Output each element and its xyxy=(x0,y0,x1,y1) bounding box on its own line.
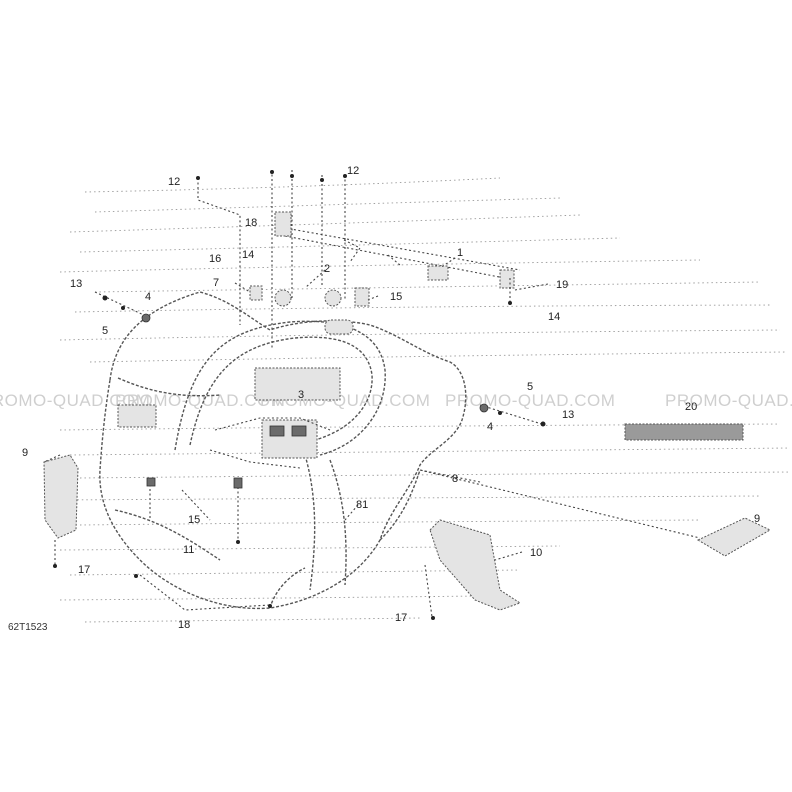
grommet xyxy=(324,319,354,335)
reflector-strip xyxy=(624,423,744,441)
watermark-text: PROMO-QUAD.COM xyxy=(0,391,150,410)
callout-11: 11 xyxy=(183,544,194,556)
callout-leaders xyxy=(43,257,523,561)
reflector-20 xyxy=(624,423,744,441)
strap-end xyxy=(499,269,515,289)
callout-16: 16 xyxy=(209,253,221,265)
nut xyxy=(324,289,342,307)
reflector-plate xyxy=(117,404,157,428)
callout-5: 5 xyxy=(527,381,533,393)
diagram-code: 62T1523 xyxy=(8,622,48,633)
battery-assembly xyxy=(209,319,354,469)
watermark-text: PROMO-QUAD.COM xyxy=(445,391,615,410)
callout-14: 14 xyxy=(548,311,560,323)
plate-3 xyxy=(419,469,772,557)
callout-12: 12 xyxy=(168,176,180,188)
callout-1: 1 xyxy=(457,247,463,259)
clip xyxy=(249,285,263,301)
fuse-holder xyxy=(354,287,370,307)
callout-4: 4 xyxy=(145,291,151,303)
callout-20: 20 xyxy=(685,401,697,413)
battery-box xyxy=(254,367,341,401)
callout-10: 10 xyxy=(530,547,542,559)
callout-2: 2 xyxy=(324,263,330,275)
bracket xyxy=(274,211,292,237)
watermark-text: PROMO-QUAD.COM xyxy=(665,391,792,410)
right-mudflap xyxy=(424,519,522,620)
left-mudflap xyxy=(43,454,79,568)
callout-13: 13 xyxy=(562,409,574,421)
callout-5: 5 xyxy=(102,325,108,337)
lower-left-fasteners xyxy=(134,477,272,611)
callouts: 12 12 18 14 16 1 2 7 15 19 14 13 4 5 3 5… xyxy=(22,165,760,631)
callout-13: 13 xyxy=(70,278,82,290)
strap-clip xyxy=(427,265,449,281)
callout-9: 9 xyxy=(22,447,28,459)
nut xyxy=(274,289,292,307)
battery-strap xyxy=(274,211,521,289)
watermark-row: PROMO-QUAD.COM PROMO-QUAD.COM PROMO-QUAD… xyxy=(0,391,792,410)
callout-18: 18 xyxy=(178,619,190,631)
vertical-fasteners xyxy=(196,170,370,350)
callout-15: 15 xyxy=(390,291,402,303)
callout-8: 8 xyxy=(452,473,458,485)
callout-19: 19 xyxy=(556,279,568,291)
callout-18: 18 xyxy=(245,217,257,229)
right-bolts xyxy=(508,278,549,305)
right-screw-set xyxy=(479,403,546,427)
battery-terminal xyxy=(269,425,285,437)
battery-terminal xyxy=(291,425,307,437)
callout-14: 14 xyxy=(242,249,254,261)
callout-15: 15 xyxy=(188,514,200,526)
left-screw-set xyxy=(94,291,151,323)
callout-3: 3 xyxy=(298,389,304,401)
callout-81: 81 xyxy=(356,499,368,511)
callout-12: 12 xyxy=(347,165,359,177)
callout-17: 17 xyxy=(395,612,407,624)
callout-4: 4 xyxy=(487,421,493,433)
callout-7: 7 xyxy=(213,277,219,289)
callout-9: 9 xyxy=(754,513,760,525)
callout-17: 17 xyxy=(78,564,90,576)
watermark-text: PROMO-QUAD.COM xyxy=(115,391,285,410)
